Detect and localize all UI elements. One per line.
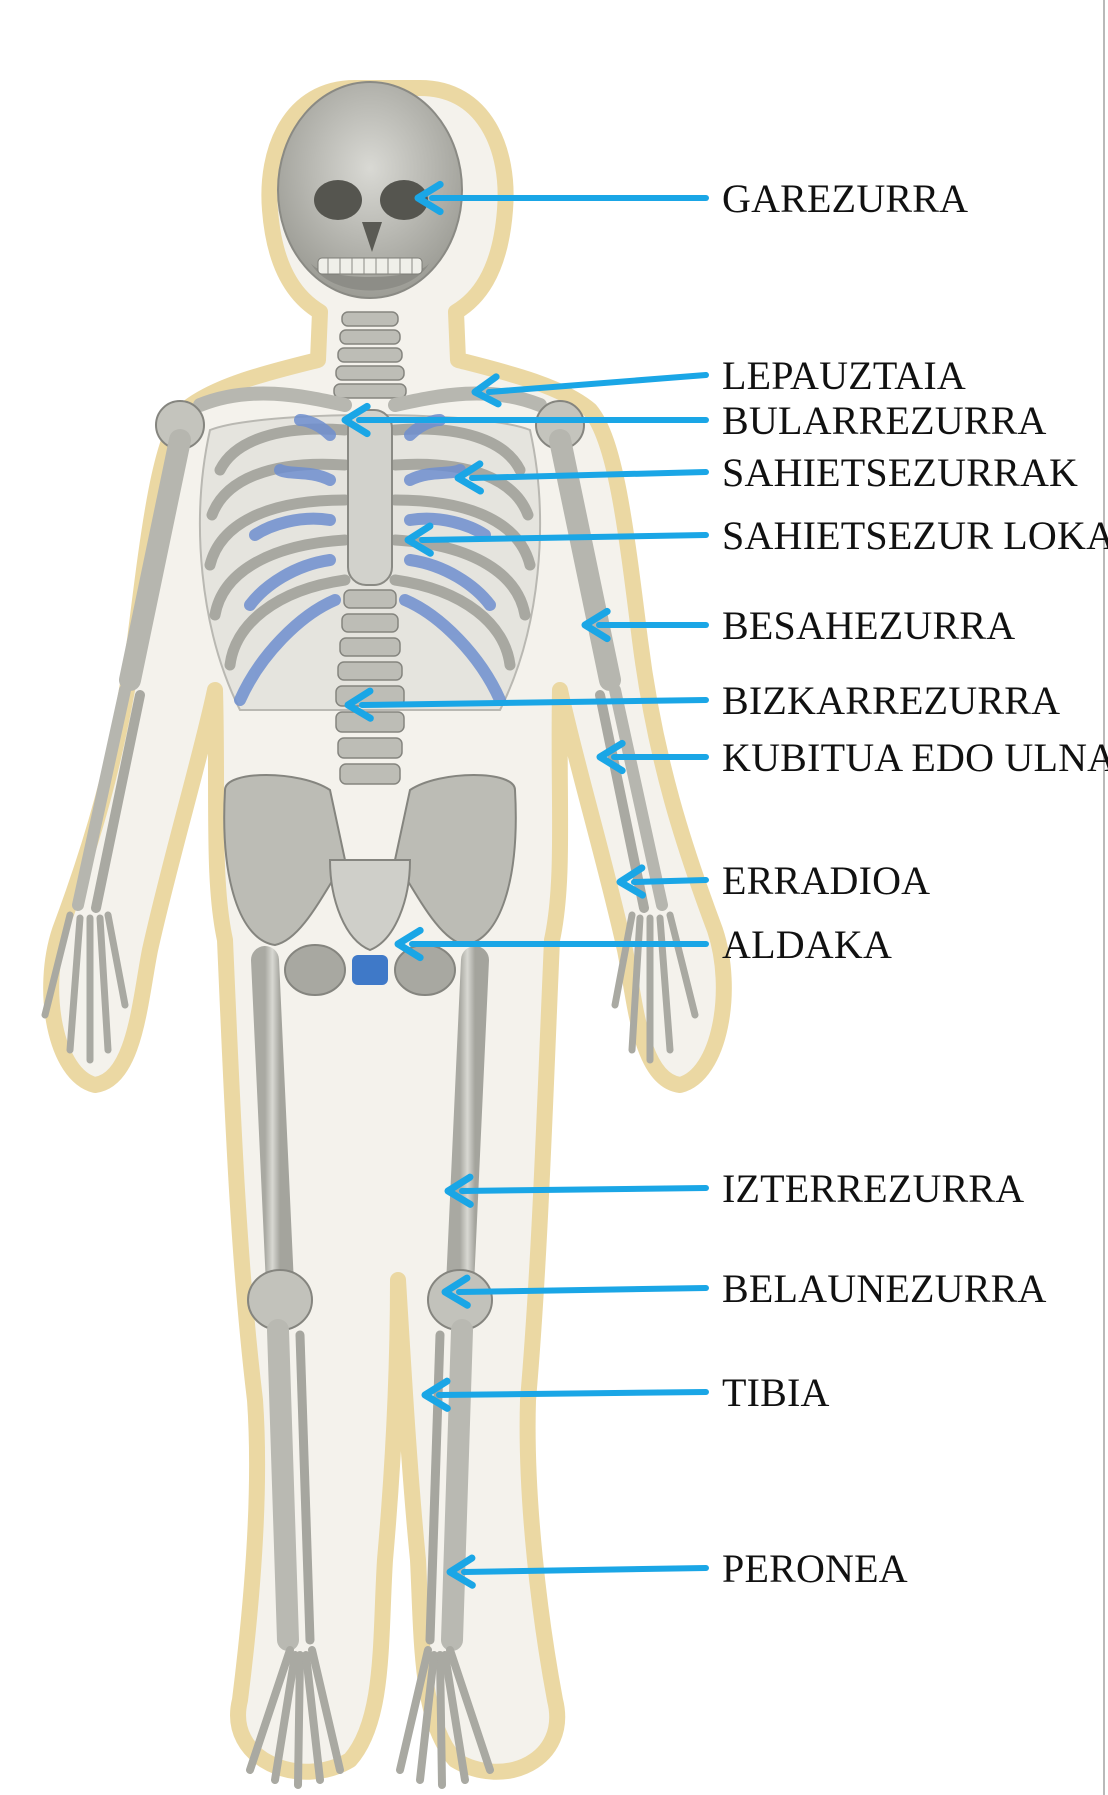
callout-besahezurra: BESAHEZURRA	[585, 603, 1015, 648]
arrow-shaft-erradioa	[634, 880, 706, 882]
label-tibia: TIBIA	[722, 1370, 830, 1415]
lumbar-vertebrae	[336, 590, 404, 784]
cervical-vertebrae	[334, 312, 406, 398]
arrow-shaft-izterrezurra	[462, 1188, 706, 1191]
arrow-shaft-peronea	[464, 1568, 706, 1572]
label-bizkarrezurra: BIZKARREZURRA	[722, 678, 1060, 723]
label-izterrezurra: IZTERREZURRA	[722, 1166, 1024, 1211]
label-erradioa: ERRADIOA	[722, 858, 930, 903]
label-belaunezurra: BELAUNEZURRA	[722, 1266, 1047, 1311]
label-kubitua: KUBITUA EDO ULNA	[722, 735, 1108, 780]
label-aldaka: ALDAKA	[722, 922, 892, 967]
label-peronea: PERONEA	[722, 1546, 908, 1591]
label-sahietsezurrak: SAHIETSEZURRAK	[722, 450, 1078, 495]
label-lepauztaia: LEPAUZTAIA	[722, 353, 966, 398]
arrow-shaft-tibia	[439, 1392, 706, 1395]
callout-kubitua: KUBITUA EDO ULNA	[600, 735, 1108, 780]
sternum	[348, 410, 392, 585]
arrow-shaft-belaunezurra	[459, 1288, 706, 1292]
label-garezurra: GAREZURRA	[722, 176, 968, 221]
label-besahezurra: BESAHEZURRA	[722, 603, 1015, 648]
label-bularrezurra: BULARREZURRA	[722, 398, 1047, 443]
label-sahietsezur-lokak: SAHIETSEZUR LOKAK	[722, 513, 1108, 558]
